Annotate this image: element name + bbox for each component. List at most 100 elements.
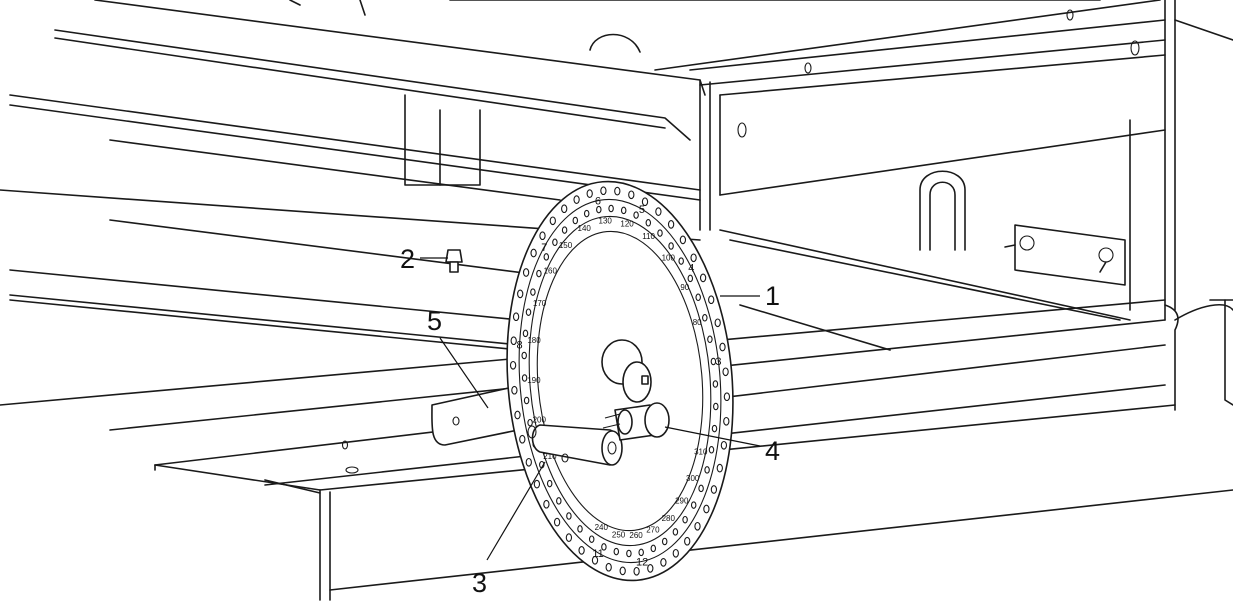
dial-degree-label: 140 bbox=[578, 224, 592, 233]
dial-degree-label: 200 bbox=[533, 415, 547, 424]
callout-4: 4 bbox=[765, 436, 780, 466]
dial-hole bbox=[522, 268, 530, 277]
dial-hole bbox=[553, 517, 561, 527]
dial-position-label: 7 bbox=[541, 242, 547, 254]
dial-inner-hole bbox=[645, 219, 652, 227]
dial-degree-scale: 8090100110120130140150160170180190200210… bbox=[517, 196, 722, 569]
dial-hole bbox=[510, 336, 517, 346]
dial-inner-hole bbox=[566, 512, 572, 520]
dial-inner-hole bbox=[543, 253, 550, 261]
dial-degree-label: 150 bbox=[559, 241, 573, 250]
dial-hole bbox=[561, 204, 568, 214]
dial-hole bbox=[679, 235, 687, 245]
dial-inner-hole bbox=[556, 497, 562, 505]
dial-inner-hole bbox=[527, 418, 533, 427]
dial-position-label: 3 bbox=[715, 356, 721, 368]
dial-hole bbox=[667, 220, 675, 229]
dial-hole bbox=[633, 566, 640, 576]
dial-hole bbox=[722, 367, 729, 377]
dial-inner-hole bbox=[657, 229, 663, 237]
dial-degree-label: 260 bbox=[629, 531, 643, 540]
callout-3: 3 bbox=[472, 568, 487, 598]
dial-hole bbox=[628, 190, 635, 200]
dial-hole bbox=[723, 392, 731, 402]
dial-position-label: 12 bbox=[636, 556, 648, 568]
dial-hole bbox=[511, 385, 518, 395]
dial-hole bbox=[699, 273, 707, 283]
dial-position-label: 11 bbox=[592, 548, 603, 560]
dial-degree-label: 80 bbox=[693, 318, 702, 327]
index-dial: 8090100110120130140150160170180190200210… bbox=[506, 180, 734, 582]
dial-degree-label: 170 bbox=[533, 299, 547, 308]
dial-hole bbox=[533, 479, 541, 489]
dial-degree-label: 300 bbox=[686, 474, 700, 483]
dial-hole bbox=[719, 342, 726, 352]
dial-inner-hole bbox=[601, 543, 607, 551]
dial-inner-hole bbox=[633, 211, 639, 219]
dial-hole bbox=[600, 186, 607, 196]
callout-1: 1 bbox=[765, 281, 780, 311]
dial-inner-hole bbox=[561, 226, 568, 234]
dial-hole bbox=[586, 189, 593, 198]
dial-degree-label: 120 bbox=[620, 219, 634, 228]
dial-hole bbox=[720, 440, 728, 450]
dial-position-label: 6 bbox=[595, 196, 601, 208]
dial-inner-hole bbox=[690, 501, 697, 509]
dial-inner-hole bbox=[626, 549, 632, 558]
grease-fitting bbox=[445, 249, 463, 273]
dial-inner-hole bbox=[713, 402, 719, 411]
dial-hole bbox=[641, 197, 649, 207]
dial-inner-hole bbox=[707, 335, 713, 344]
dial-hole bbox=[512, 312, 520, 322]
dial-degree-label: 310 bbox=[694, 448, 708, 457]
dial-hole bbox=[549, 216, 556, 226]
callout-5: 5 bbox=[427, 306, 442, 336]
dial-inner-hole bbox=[525, 308, 532, 316]
dial-inner-hole bbox=[583, 209, 590, 218]
dial-inner-hole bbox=[530, 288, 536, 296]
dial-inner-hole bbox=[710, 357, 717, 366]
dial-inner-hole bbox=[522, 329, 529, 338]
dial-hole bbox=[605, 562, 612, 572]
dial-position-label: 4 bbox=[688, 262, 694, 274]
dial-degree-label: 110 bbox=[642, 232, 655, 241]
dial-inner-hole bbox=[613, 547, 620, 556]
dial-position-label: 5 bbox=[639, 204, 645, 216]
dial-hole bbox=[573, 195, 580, 204]
dial-inner-hole bbox=[672, 528, 679, 536]
callout-labels: 1 2 3 4 5 bbox=[400, 244, 780, 598]
dial-inner-hole bbox=[682, 515, 688, 524]
dial-inner-hole bbox=[678, 257, 684, 265]
dial-degree-label: 270 bbox=[646, 526, 660, 535]
dial-inner-hole bbox=[708, 446, 715, 454]
callout-2: 2 bbox=[400, 244, 415, 274]
dial-hole bbox=[723, 416, 730, 426]
dial-hole bbox=[672, 548, 679, 558]
dial-inner-hole bbox=[704, 466, 710, 474]
dial-inner-hole bbox=[712, 380, 719, 388]
dial-hole bbox=[694, 521, 701, 531]
dial-inner-hole bbox=[536, 269, 542, 278]
dial-hole bbox=[690, 253, 697, 263]
dial-hole bbox=[530, 248, 537, 258]
lock-pin-assembly bbox=[527, 402, 670, 466]
dial-hole bbox=[525, 457, 532, 467]
dial-degree-label: 280 bbox=[662, 514, 676, 523]
dial-hole bbox=[514, 410, 521, 420]
dial-degree-label: 130 bbox=[599, 217, 613, 226]
dial-hole bbox=[655, 207, 662, 216]
leader-lines bbox=[420, 257, 761, 561]
dial-inner-hole bbox=[521, 351, 527, 360]
dial-hole bbox=[710, 485, 718, 494]
dial-inner-hole bbox=[577, 525, 583, 533]
dial-hole bbox=[565, 533, 573, 542]
dial-inner-hole bbox=[702, 314, 708, 322]
dial-inner-hole bbox=[523, 396, 530, 405]
dial-inner-hole bbox=[620, 206, 627, 215]
dial-hole bbox=[660, 558, 667, 567]
dial-position-label: 8 bbox=[517, 339, 523, 351]
dial-inner-hole bbox=[711, 424, 718, 433]
dial-inner-hole bbox=[546, 479, 553, 488]
dial-hole bbox=[539, 231, 546, 241]
dial-inner-hole bbox=[572, 216, 579, 225]
